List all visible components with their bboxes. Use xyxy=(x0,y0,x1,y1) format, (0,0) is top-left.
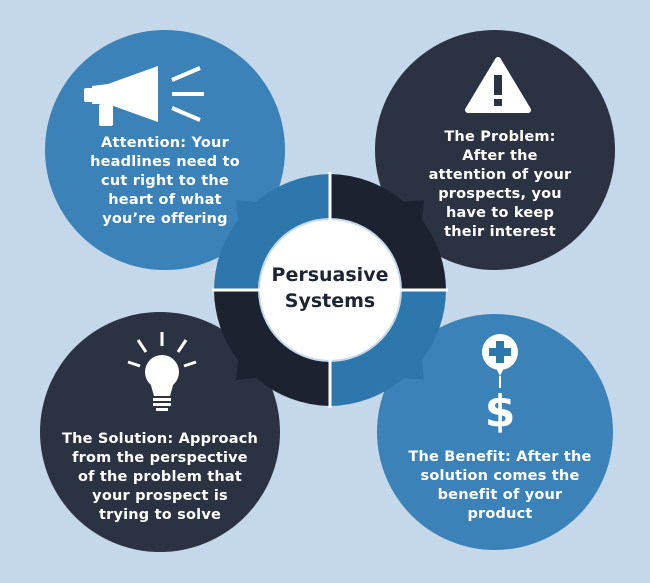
center-ring xyxy=(212,172,448,408)
plus-dollar-balloon-icon: $ xyxy=(482,334,518,437)
lightbulb-icon xyxy=(127,332,197,411)
solution-text: The Solution: Approach from the perspect… xyxy=(50,430,270,525)
attention-line: headlines need to xyxy=(90,154,240,170)
svg-text:$: $ xyxy=(485,386,516,437)
problem-line: their interest xyxy=(444,224,556,240)
attention-line: heart of what xyxy=(108,192,222,208)
attention-line: you’re offering xyxy=(102,211,228,227)
center-title: Persuasive Systems xyxy=(255,262,405,314)
center-disc xyxy=(260,220,400,360)
problem-line: attention of your xyxy=(428,167,572,183)
benefit-text: The Benefit: After the solution comes th… xyxy=(395,448,605,524)
solution-line: from the perspective xyxy=(72,450,248,466)
problem-line: After the xyxy=(462,148,538,164)
center-title-line1: Persuasive xyxy=(271,264,389,286)
benefit-line: solution comes the xyxy=(420,468,580,484)
benefit-circle xyxy=(377,314,613,550)
problem-text: The Problem: After the attention of your… xyxy=(415,128,585,242)
solution-line: The Solution: Approach xyxy=(61,431,259,447)
benefit-line: product xyxy=(467,506,533,522)
ring-segment-bottom-left xyxy=(214,290,330,406)
solution-line: trying to solve xyxy=(98,507,222,523)
center-title-line2: Systems xyxy=(284,290,376,312)
problem-line: The Problem: xyxy=(444,129,556,145)
solution-circle xyxy=(40,312,280,552)
problem-circle xyxy=(375,30,615,270)
megaphone-icon xyxy=(84,66,204,126)
problem-line: prospects, you xyxy=(438,186,562,202)
attention-line: Attention: Your xyxy=(101,135,229,151)
attention-line: cut right to the xyxy=(101,173,229,189)
benefit-line: benefit of your xyxy=(437,487,563,503)
ring-segment-bottom-right xyxy=(330,290,446,406)
benefit-line: The Benefit: After the xyxy=(408,449,592,465)
ring-segment-top-left xyxy=(214,174,330,290)
solution-line: of the problem that xyxy=(77,469,243,485)
attention-text: Attention: Your headlines need to cut ri… xyxy=(80,134,250,229)
warning-icon xyxy=(465,57,531,113)
ring-segment-top-right xyxy=(330,174,446,290)
problem-line: have to keep xyxy=(445,205,555,221)
solution-line: your prospect is xyxy=(92,488,228,504)
